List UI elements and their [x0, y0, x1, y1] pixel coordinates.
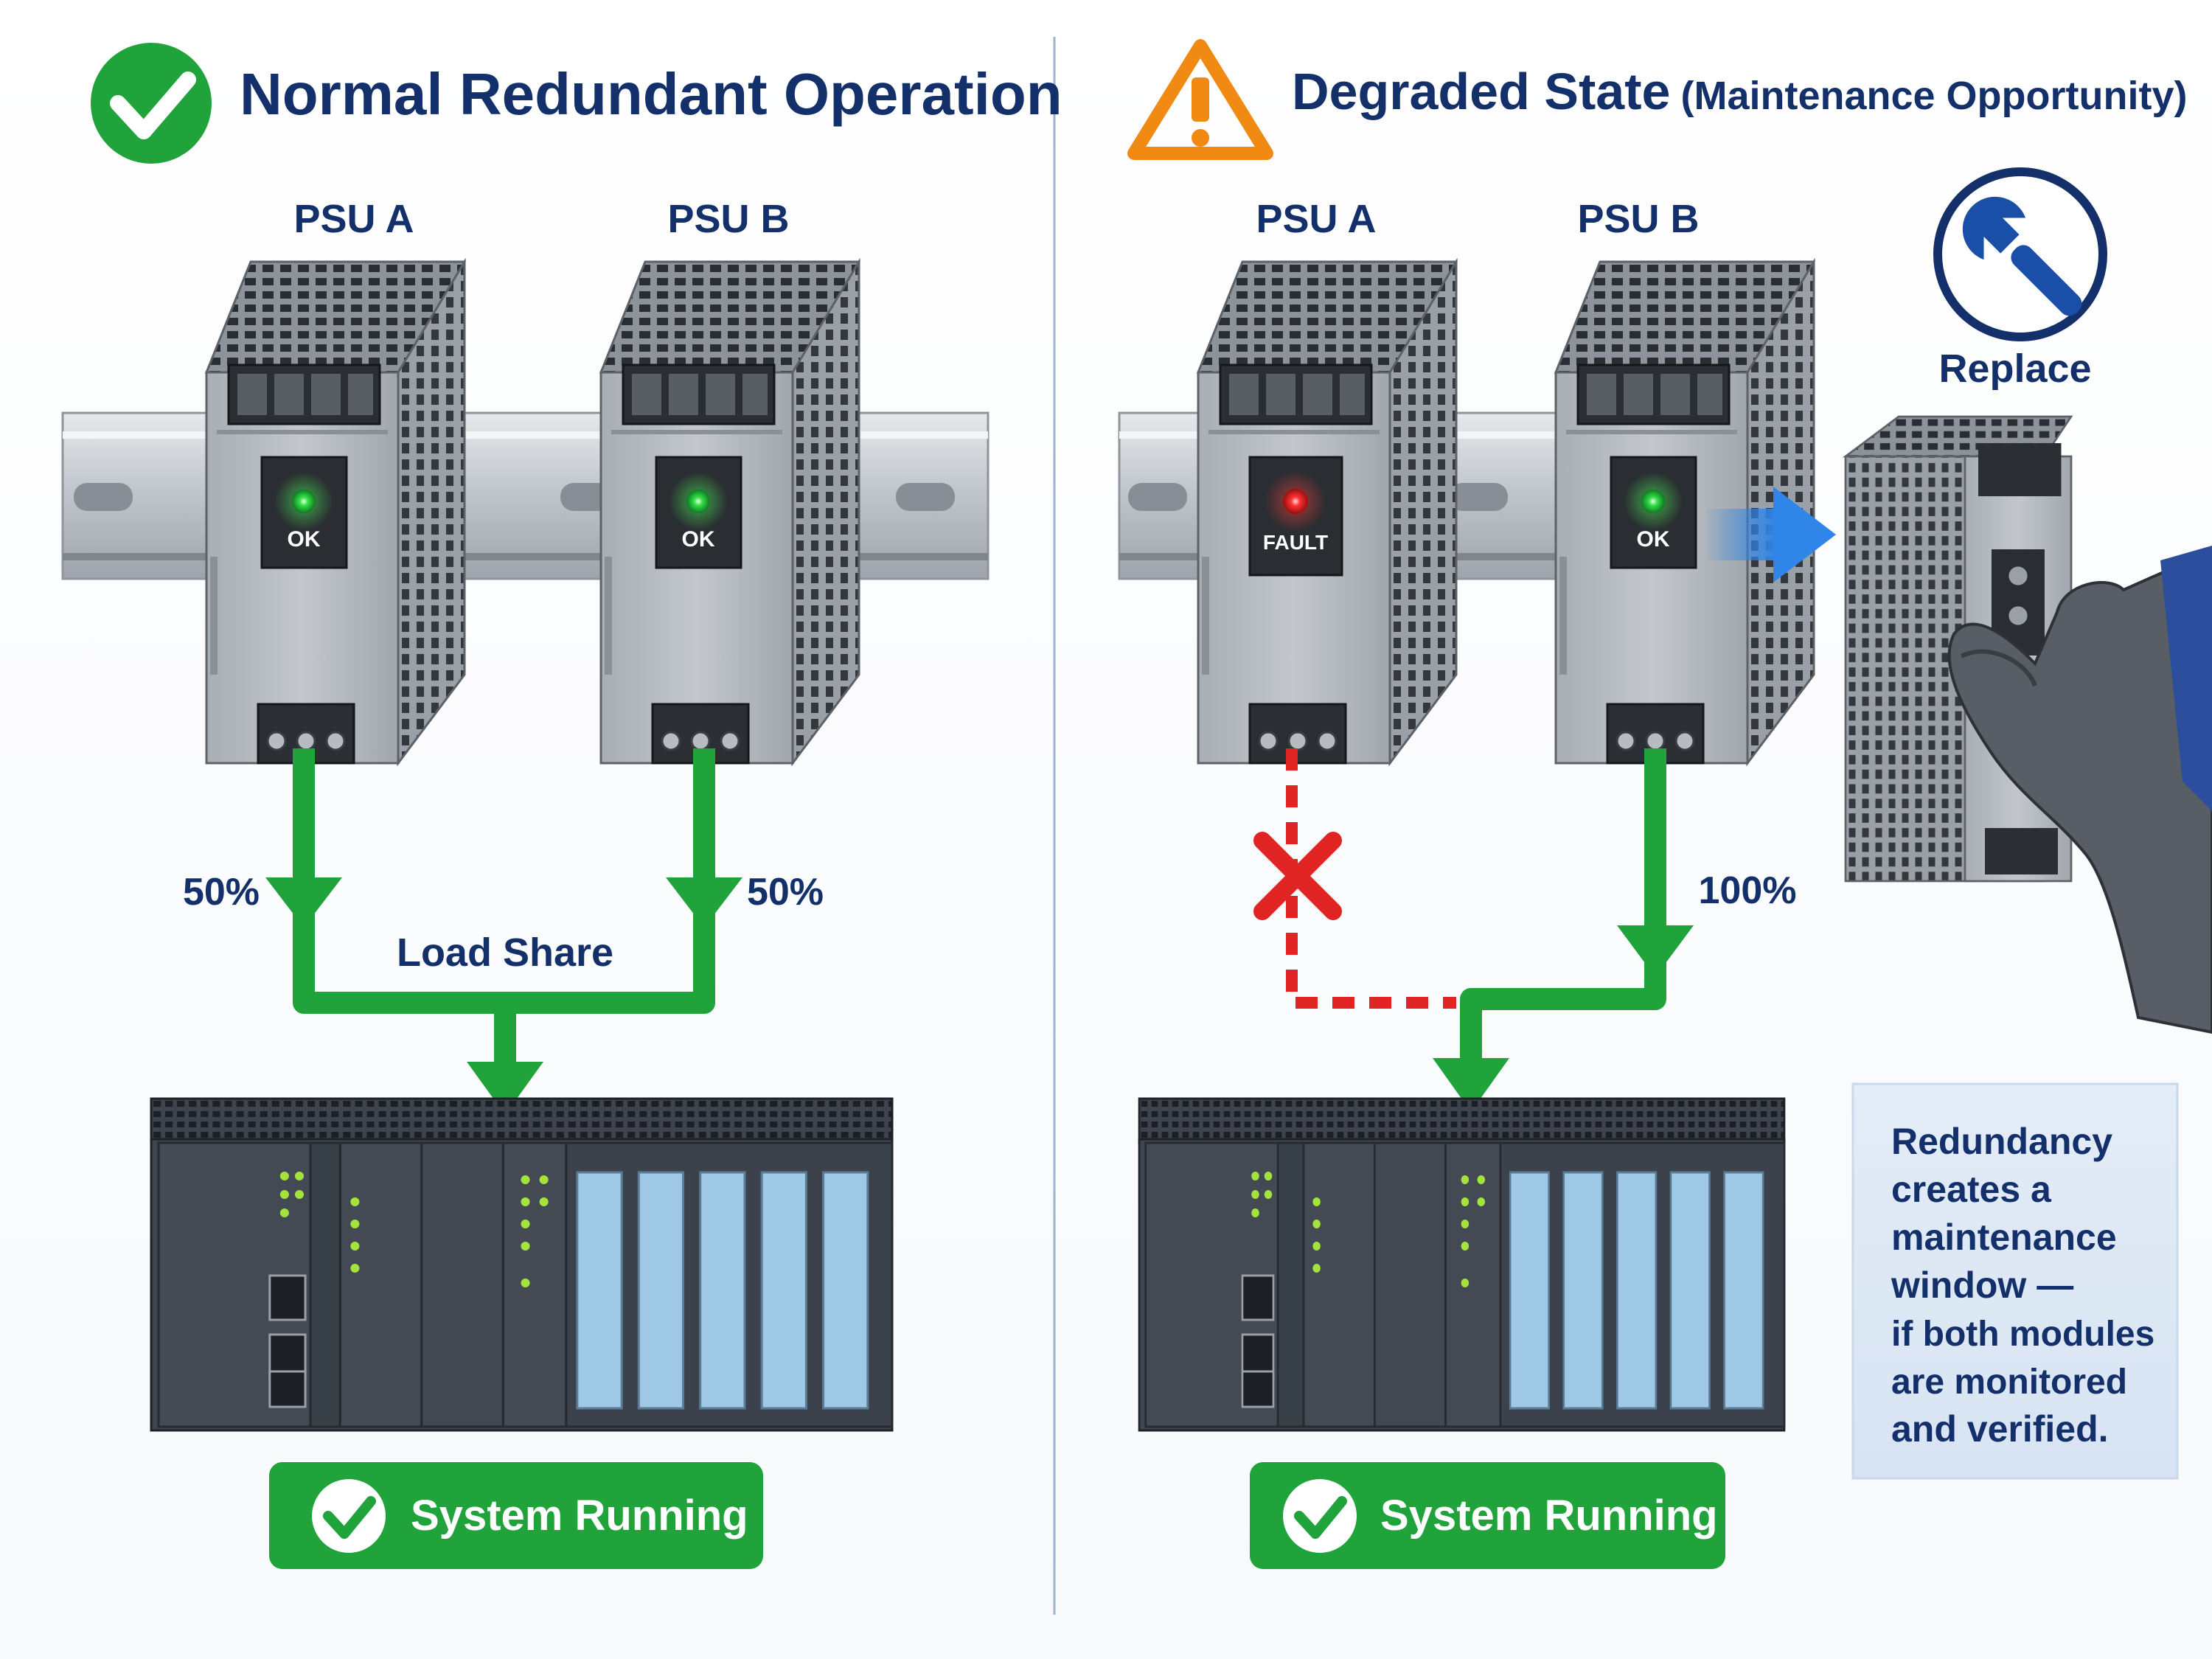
note-line: and verified. [1891, 1408, 2109, 1450]
right-title-sub: (Maintenance Opportunity) [1680, 74, 2187, 118]
right-psu-a-led [1283, 489, 1308, 514]
left-arrow-plc [467, 1062, 543, 1115]
check-circle-icon [91, 43, 212, 164]
right-psu-b: OK [1554, 260, 1815, 765]
right-badge-text: System Running [1380, 1492, 1718, 1540]
left-psu-b-label: PSU B [667, 197, 789, 241]
right-plc-rack [1138, 1097, 1786, 1432]
replace-arrow [1703, 487, 1836, 582]
left-plc-rack [150, 1097, 894, 1432]
dead-power-path [1286, 748, 1456, 1009]
right-arrow-b [1617, 925, 1694, 977]
note-line: maintenance [1891, 1217, 2117, 1258]
left-share-b: 50% [747, 871, 824, 914]
note-line: Redundancy [1891, 1121, 2112, 1162]
badge-check-icon [312, 1479, 386, 1553]
left-arrow-a [265, 877, 342, 928]
right-power-flow [1460, 748, 1666, 1073]
note-line: if both modules [1891, 1315, 2154, 1354]
left-psu-a-led [292, 490, 316, 513]
wrench-icon [1933, 167, 2107, 341]
right-status-badge: System Running [1250, 1462, 1725, 1569]
right-psu-a-status: FAULT [1263, 531, 1328, 554]
warning-triangle-icon [1127, 39, 1273, 160]
left-psu-a-status: OK [288, 527, 321, 552]
left-badge-text: System Running [411, 1492, 748, 1540]
right-psu-b-status: OK [1637, 527, 1670, 552]
maintenance-note: Redundancy creates a maintenance window … [1851, 1082, 2179, 1480]
left-psu-a-label: PSU A [293, 197, 414, 241]
replace-label: Replace [1938, 347, 2091, 391]
right-psu-a: FAULT [1197, 260, 1458, 765]
right-psu-b-label: PSU B [1577, 197, 1699, 241]
left-panel: Normal Redundant Operation PSU A PSU B O… [61, 43, 1062, 1569]
note-line: creates a [1891, 1169, 2052, 1210]
badge-check-icon [1283, 1479, 1357, 1553]
left-arrow-b [666, 877, 742, 928]
right-panel: Degraded State(Maintenance Opportunity) … [1118, 39, 2212, 1569]
left-psu-b-status: OK [682, 527, 715, 552]
left-psu-b-led [686, 490, 710, 513]
left-psu-a: OK [205, 260, 466, 765]
right-share-b: 100% [1699, 869, 1797, 912]
left-title: Normal Redundant Operation [240, 61, 1062, 127]
left-share-a: 50% [183, 871, 260, 914]
right-title: Degraded State(Maintenance Opportunity) [1292, 63, 2187, 120]
right-title-main: Degraded State [1292, 63, 1670, 120]
right-psu-b-led [1641, 490, 1665, 513]
fault-x-icon [1253, 832, 1342, 920]
load-share-label: Load Share [397, 931, 613, 975]
left-psu-b: OK [599, 260, 860, 765]
note-line: are monitored [1891, 1363, 2127, 1402]
right-psu-a-label: PSU A [1256, 197, 1376, 241]
note-line: window — [1891, 1265, 2073, 1306]
left-status-badge: System Running [269, 1462, 763, 1569]
left-power-flow [293, 748, 715, 1073]
hand-glove-icon [1947, 546, 2212, 1034]
right-arrow-plc [1433, 1058, 1509, 1112]
